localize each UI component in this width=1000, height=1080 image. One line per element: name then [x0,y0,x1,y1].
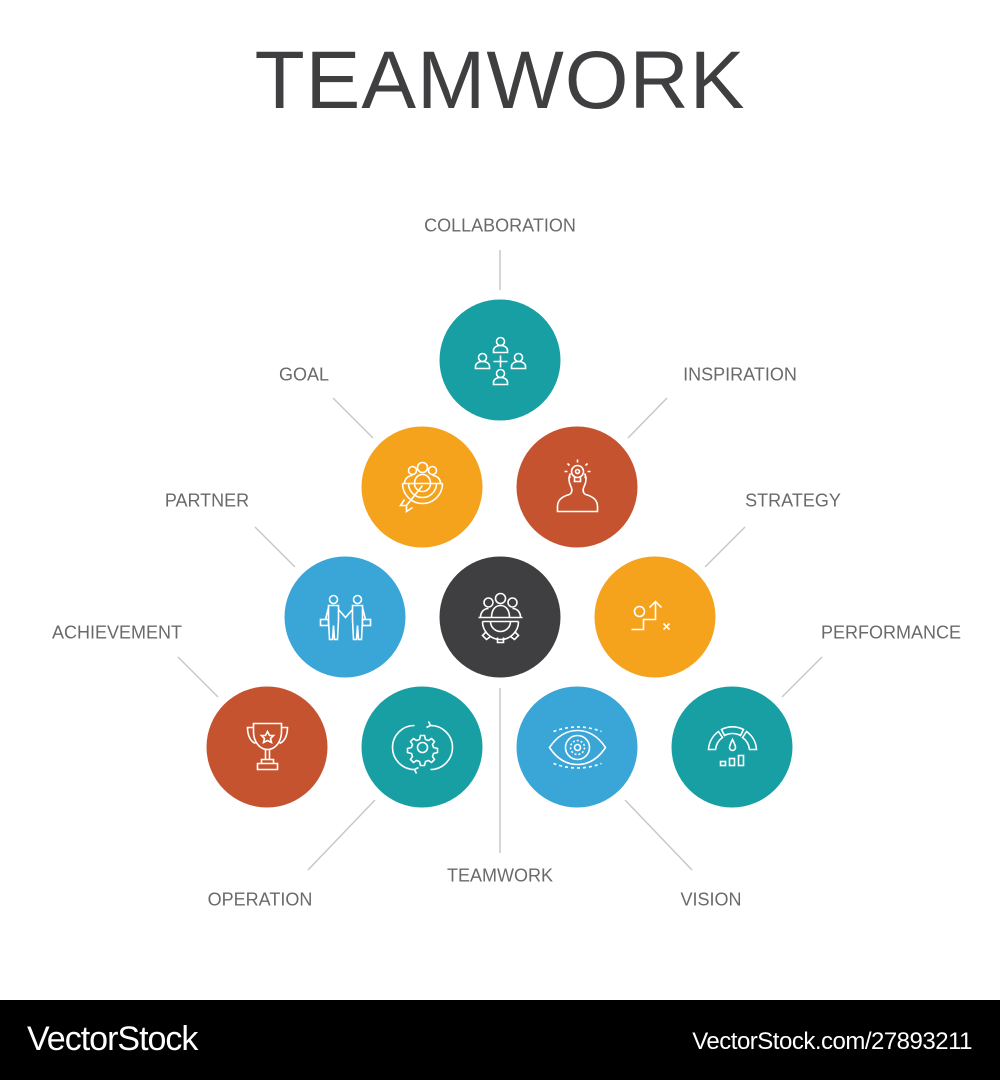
gear-cycle-icon [391,720,453,774]
connector-partner [254,526,296,568]
circle-operation [361,686,483,808]
connector-strategy [704,526,746,568]
connector-goal [332,397,374,439]
label-teamwork: TEAMWORK [447,865,553,886]
gauge-icon [707,725,757,766]
label-operation: OPERATION [207,889,313,910]
circle-teamwork [439,556,561,678]
people-network-icon [474,336,526,385]
connector-operation [307,799,376,871]
handshake-icon [319,594,371,640]
connector-achievement [177,656,219,698]
label-goal: GOAL [278,364,330,385]
label-vision: VISION [680,889,742,910]
circle-achievement [206,686,328,808]
label-collaboration: COLLABORATION [424,215,576,236]
circle-inspiration [516,426,638,548]
connector-vision [624,799,693,871]
circle-strategy [594,556,716,678]
strategy-steps-icon [631,599,670,630]
circle-partner [284,556,406,678]
connector-lines [177,250,823,871]
circle-collaboration [439,299,561,421]
connector-performance [781,656,823,698]
label-achievement: ACHIEVEMENT [51,622,183,643]
label-strategy: STRATEGY [745,490,841,511]
image-url: VectorStock.com/27893211 [692,1028,972,1055]
label-inspiration: INSPIRATION [683,364,797,385]
circle-vision [516,686,638,808]
label-partner: PARTNER [164,490,250,511]
lightbulb-head-icon [556,459,598,512]
label-performance: PERFORMANCE [820,622,962,643]
target-team-icon [398,461,443,513]
watermark-footer: VectorStock VectorStock.com/27893211 [0,1000,1000,1080]
page-title: TEAMWORK [254,35,746,126]
brand-logo: VectorStock [27,1020,198,1058]
circle-performance [671,686,793,808]
trophy-icon [246,722,288,770]
team-gear-icon [478,592,522,643]
eye-icon [548,725,606,769]
connector-inspiration [627,397,668,439]
circle-goal [361,426,483,548]
